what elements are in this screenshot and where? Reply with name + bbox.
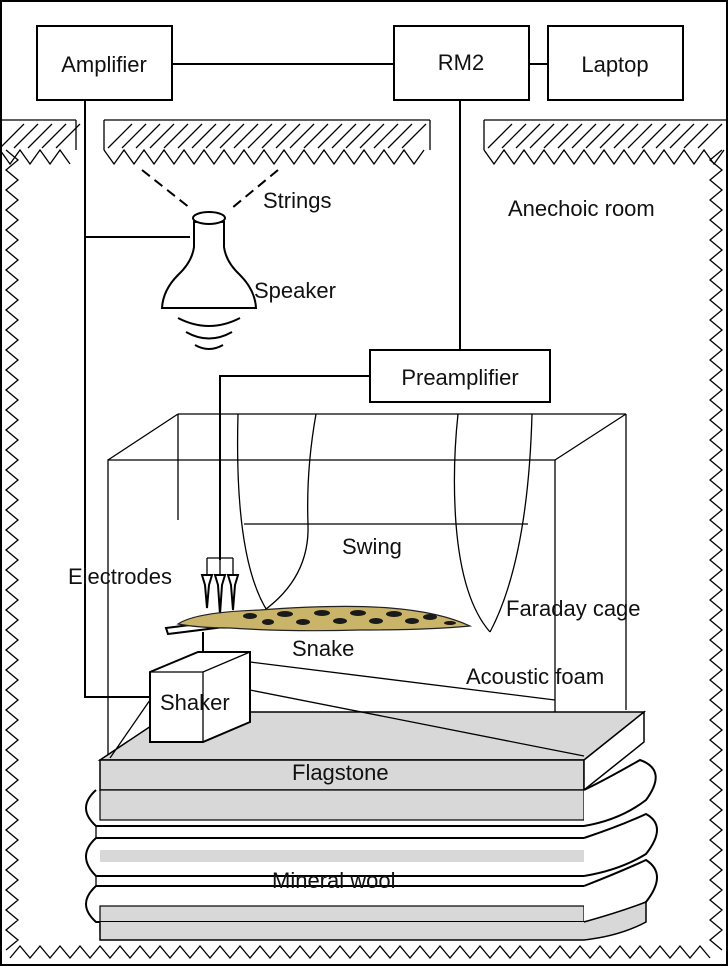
laptop-label: Laptop (581, 52, 648, 77)
ceiling-foam-left (0, 148, 71, 166)
right-wall-foam (708, 149, 724, 951)
ceiling-hatch-middle (107, 123, 427, 149)
ceiling-hatch-left (0, 123, 81, 149)
mineral-wool-stack (85, 758, 658, 941)
rm2-box: RM2 (393, 25, 530, 101)
preamplifier-box: Preamplifier (369, 349, 551, 403)
left-wall-foam (4, 149, 20, 951)
electrodes-label: Electrodes (68, 564, 172, 589)
speaker-body (160, 221, 258, 309)
speaker-label: Speaker (254, 278, 336, 303)
preamplifier-label: Preamplifier (401, 365, 518, 390)
faraday-cage (107, 413, 627, 780)
amplifier-box: Amplifier (36, 25, 173, 101)
swing (236, 413, 533, 633)
electrodes (200, 557, 240, 615)
sound-wave-3 (194, 344, 224, 350)
floor-foam (9, 944, 711, 960)
snake-pattern (243, 610, 456, 625)
faraday-cage-label: Faraday cage (506, 596, 641, 621)
sound-wave-1 (177, 317, 241, 327)
preamplifier-electrode-cable (219, 375, 370, 560)
acoustic-foam-line-bottom (249, 689, 585, 757)
shaker-label: Shaker (160, 690, 230, 715)
strings-label: Strings (263, 188, 331, 213)
ceiling-foam-right (483, 148, 725, 166)
snake (164, 605, 473, 636)
speaker-assembly (141, 169, 279, 350)
shaker-foam-edge (109, 699, 151, 759)
anechoic-room-label: Anechoic room (508, 196, 655, 221)
swing-label: Swing (342, 534, 402, 559)
acoustic-foam-line-top (249, 661, 556, 701)
string-left (141, 169, 191, 209)
rm2-label: RM2 (438, 50, 484, 75)
speaker-top (192, 211, 226, 225)
amplifier-label: Amplifier (61, 52, 147, 77)
flagstone-label: Flagstone (292, 760, 389, 785)
shaker-box: Shaker (149, 651, 251, 743)
laptop-box: Laptop (547, 25, 684, 101)
ceiling-hatch-right (487, 123, 723, 149)
mineral-wool-label: Mineral wool (272, 868, 396, 893)
ceiling-foam-middle (103, 148, 425, 166)
anechoic-room-walls (0, 119, 728, 960)
string-right (231, 169, 279, 209)
sound-wave-2 (185, 331, 233, 340)
snake-label: Snake (292, 636, 354, 661)
amplifier-shaker-cable (84, 100, 150, 698)
acoustic-foam-label: Acoustic foam (466, 664, 604, 689)
